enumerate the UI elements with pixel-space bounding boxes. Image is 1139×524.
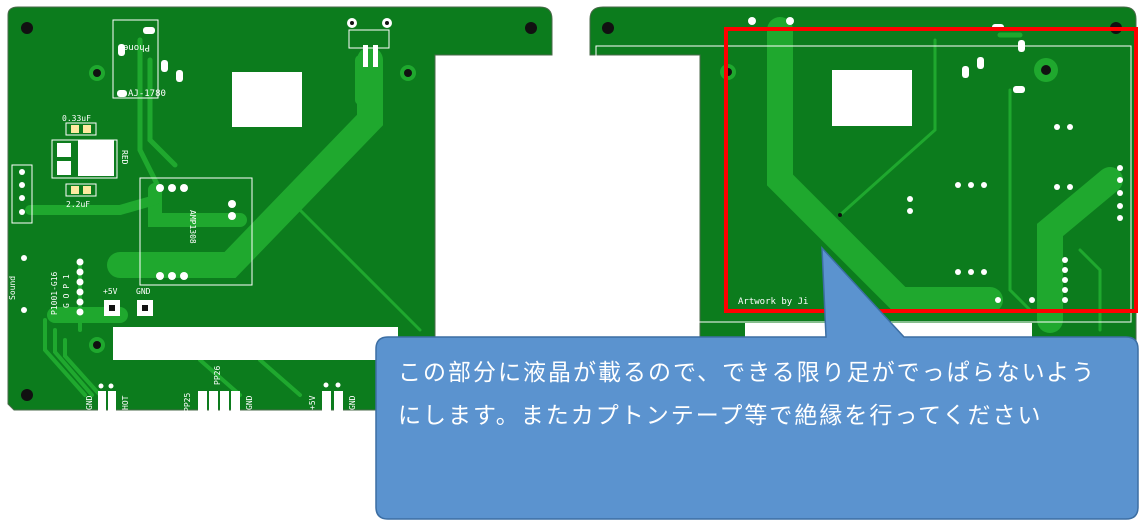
regulator-pad-large (78, 140, 114, 176)
red-label: RED (120, 150, 129, 165)
plus5v-label: +5V (103, 287, 118, 296)
sound-pad-2 (21, 307, 27, 313)
plus5v-b-label: +5V (308, 395, 317, 410)
right-cutout-top (832, 70, 912, 126)
regulator-pad-1 (57, 143, 71, 157)
cap1-pads (65, 122, 97, 136)
via (838, 213, 842, 217)
phone-label: Phone (123, 42, 150, 52)
bottom-gnd-label: GND (85, 395, 94, 410)
callout-text: この部分に液晶が載るので、できる限り足がでっぱらないようにします。またカプトンテ… (398, 360, 1097, 429)
left-cutout-top (232, 72, 302, 127)
bottom-pads-2 (198, 391, 240, 411)
p1001-pads (76, 258, 84, 316)
gnd-label: GND (136, 287, 151, 296)
sound-label: Sound (8, 276, 17, 300)
right-traces (767, 17, 1123, 333)
amp-label: AMP1308 (188, 210, 197, 244)
cap1-label: 0.33uF (62, 114, 91, 123)
right-pcb: Artwork by Ji (589, 6, 1138, 346)
aj1780-label: AJ-1780 (128, 89, 166, 99)
pp25-label: PP25 (183, 393, 192, 412)
left-pcb: Phone AJ-1780 0.33uF RED (7, 6, 553, 413)
cap2-label: 2.2uF (66, 200, 90, 209)
pp26-label: PP26 (213, 366, 222, 385)
gnd2-label: GND (245, 395, 254, 410)
phone-jack-outline (112, 19, 159, 99)
speech-callout (375, 245, 1139, 520)
amp-pads (156, 184, 236, 280)
phone-pads (117, 27, 183, 97)
left-mount-holes (21, 22, 537, 401)
p1001-label: P1001-G16 (50, 271, 59, 315)
left-edge-connector (11, 164, 33, 224)
cap2-pads (65, 183, 97, 197)
regulator-pad-2 (57, 161, 71, 175)
bottom-hot-label: HOT (121, 395, 130, 410)
left-cutout-bottom (113, 327, 398, 360)
top-connector (347, 18, 392, 67)
bottom-pads-3 (322, 382, 343, 411)
highlight-box (724, 27, 1138, 313)
power-pads (104, 300, 153, 316)
gnd3-label: GND (348, 395, 357, 410)
artwork-label: Artwork by Ji (738, 297, 808, 307)
amp-module-outline (139, 177, 253, 286)
pins-label: G O P 1 (62, 274, 71, 308)
bottom-pads-1 (98, 383, 116, 411)
left-traces (25, 37, 422, 397)
sound-pad-1 (21, 255, 27, 261)
